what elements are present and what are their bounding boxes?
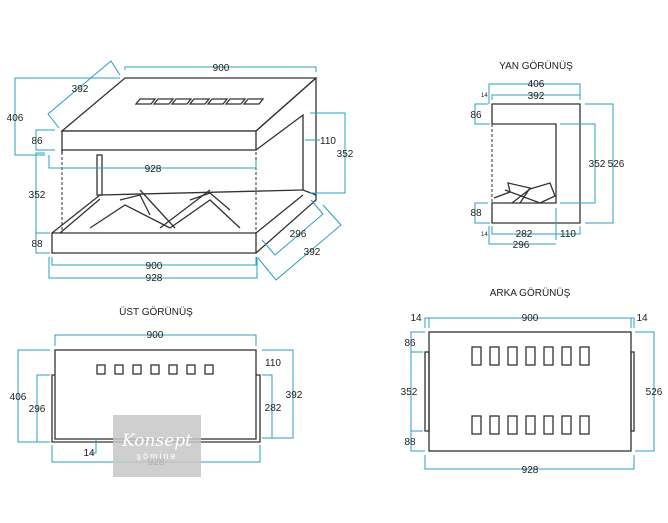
- dim-14-top: 14: [481, 93, 488, 99]
- isometric-view: 900 392 406 86 928 352 88 900 928 110 35…: [7, 60, 354, 284]
- dim-110: 110: [265, 358, 281, 369]
- watermark-sub: şömine: [136, 451, 177, 461]
- konsept-somine-watermark-logo: Konsept şömine: [113, 415, 201, 477]
- dim-392-bottom: 392: [304, 247, 321, 258]
- dim-900-top: 900: [213, 63, 230, 74]
- dim-296: 296: [513, 240, 530, 251]
- back-post: [96, 154, 103, 196]
- top-view-title: ÜST GÖRÜNÜŞ: [119, 306, 193, 318]
- dim-928-bottom: 928: [146, 273, 163, 284]
- dim-282: 282: [516, 229, 533, 240]
- dim-86: 86: [31, 136, 43, 147]
- dim-928: 928: [522, 465, 539, 476]
- dim-526: 526: [608, 159, 625, 170]
- top-vents: [134, 98, 265, 105]
- dim-352-right: 352: [337, 149, 354, 160]
- dim-86: 86: [404, 338, 416, 349]
- log-set: [89, 189, 241, 229]
- dim-406: 406: [528, 79, 545, 90]
- dim-282: 282: [265, 403, 282, 414]
- back-vents: [471, 346, 590, 435]
- watermark-brand: Konsept: [121, 431, 192, 451]
- side-logs: [493, 182, 556, 204]
- back-view: ARKA GÖRÜNÜŞ 14 900 14 86 352 88 526 928: [401, 287, 663, 476]
- top-vents: [96, 364, 214, 375]
- dim-88: 88: [31, 239, 43, 250]
- dim-406: 406: [10, 392, 27, 403]
- top-front-panel: [61, 130, 257, 151]
- dim-392: 392: [286, 390, 303, 401]
- dim-900-bottom: 900: [146, 261, 163, 272]
- base-front: [51, 232, 257, 254]
- dim-88: 88: [470, 208, 482, 219]
- dim-296: 296: [29, 404, 46, 415]
- dim-928-mid: 928: [145, 164, 162, 175]
- dim-86: 86: [470, 110, 482, 121]
- dim-14-bottom: 14: [481, 232, 488, 238]
- dim-526: 526: [646, 387, 663, 398]
- dim-110: 110: [560, 229, 576, 240]
- dim-406: 406: [7, 113, 24, 124]
- dim-14-left: 14: [410, 313, 422, 324]
- top-view: ÜST GÖRÜNÜŞ 900 406 296 110 282 392 14 9…: [10, 306, 303, 468]
- side-view: YAN GÖRÜNÜŞ 406 392 14 86 352 526 88 14 …: [470, 60, 624, 251]
- dim-110: 110: [320, 136, 336, 147]
- dim-392: 392: [528, 91, 545, 102]
- iso-dimension-lines: [14, 60, 346, 281]
- dim-900: 900: [522, 313, 539, 324]
- dim-352: 352: [401, 387, 418, 398]
- dim-900: 900: [147, 330, 164, 341]
- back-view-title: ARKA GÖRÜNÜŞ: [490, 287, 571, 299]
- dim-296: 296: [290, 229, 307, 240]
- dim-392-top: 392: [72, 84, 89, 95]
- dim-88: 88: [404, 437, 416, 448]
- dim-352: 352: [589, 159, 606, 170]
- dim-14-right: 14: [636, 313, 648, 324]
- side-view-title: YAN GÖRÜNÜŞ: [499, 60, 573, 72]
- dim-352-left: 352: [29, 190, 46, 201]
- dim-14: 14: [83, 448, 95, 459]
